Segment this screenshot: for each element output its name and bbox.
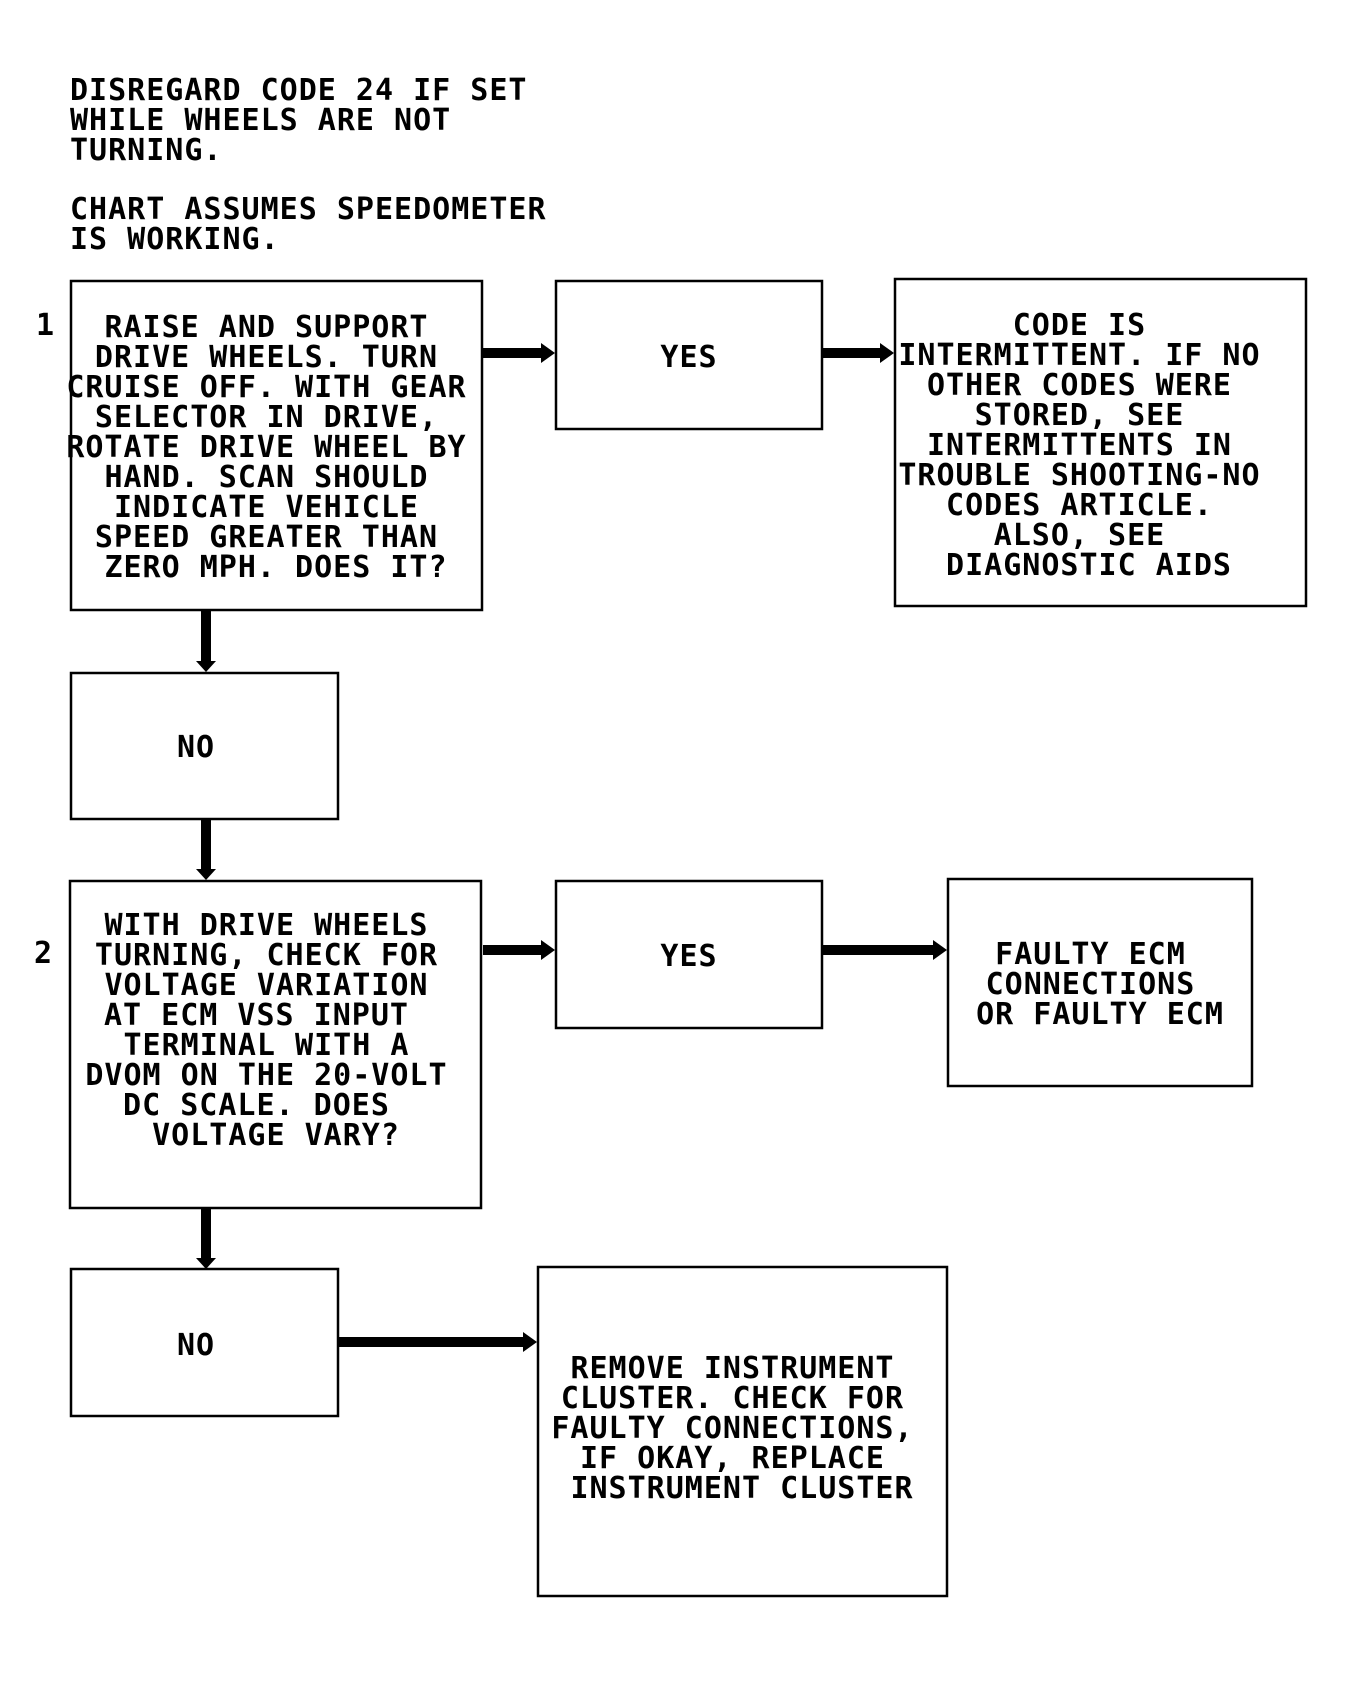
arrowhead-no1-to-step2 bbox=[196, 869, 216, 880]
step-2-yes-label: YES bbox=[660, 939, 717, 974]
step-1-yes-result-frame bbox=[893, 277, 1308, 608]
note-line: TURNING. bbox=[70, 133, 223, 168]
box-line: TURNING, CHECK FOR bbox=[95, 938, 438, 973]
arrowhead-yes1-to-result bbox=[880, 343, 894, 363]
box-line: INTERMITTENT. IF NO bbox=[898, 338, 1260, 373]
step-1-yes-label: YES bbox=[660, 340, 717, 375]
note-code-24: DISREGARD CODE 24 IF SET WHILE WHEELS AR… bbox=[70, 73, 547, 168]
step-2-no-result-box: REMOVE INSTRUMENT CLUSTER. CHECK FOR FAU… bbox=[536, 1265, 949, 1598]
box-line: INDICATE VEHICLE bbox=[114, 490, 419, 525]
box-line: FAULTY CONNECTIONS, bbox=[551, 1411, 913, 1446]
step-2-question-frame bbox=[68, 879, 483, 1210]
step-1-question-text: RAISE AND SUPPORT DRIVE WHEELS. TURN CRU… bbox=[66, 310, 485, 585]
connectors bbox=[196, 343, 947, 1352]
box-line: AT ECM VSS INPUT bbox=[104, 998, 409, 1033]
note-line: CHART ASSUMES SPEEDOMETER bbox=[70, 192, 547, 227]
arrowhead-step1-to-yes bbox=[541, 343, 555, 363]
step-1-yes-box: YES bbox=[554, 279, 824, 431]
step-2-yes-result-frame bbox=[946, 877, 1254, 1088]
box-line: WITH DRIVE WHEELS bbox=[104, 908, 428, 943]
box-line: ALSO, SEE bbox=[994, 518, 1166, 553]
box-line: TROUBLE SHOOTING-NO bbox=[898, 458, 1260, 493]
step-2-yes-frame bbox=[554, 879, 824, 1030]
step-2-no-box: NO bbox=[69, 1267, 340, 1418]
box-line: HAND. SCAN SHOULD bbox=[104, 460, 428, 495]
box-line: IF OKAY, REPLACE bbox=[580, 1441, 885, 1476]
box-line: REMOVE INSTRUMENT bbox=[570, 1351, 894, 1386]
box-line: CODE IS bbox=[1013, 308, 1146, 343]
step-2-question-text: WITH DRIVE WHEELS TURNING, CHECK FOR VOL… bbox=[85, 908, 466, 1153]
box-line: DIAGNOSTIC AIDS bbox=[946, 548, 1232, 583]
box-line: OTHER CODES WERE bbox=[927, 368, 1232, 403]
box-line: DC SCALE. DOES bbox=[123, 1088, 390, 1123]
box-line: VOLTAGE VARIATION bbox=[104, 968, 428, 1003]
note-line: IS WORKING. bbox=[70, 222, 280, 257]
arrowhead-step1-to-no bbox=[196, 661, 216, 672]
step-1-yes-frame bbox=[554, 279, 824, 431]
box-line: DRIVE WHEELS. TURN bbox=[95, 340, 438, 375]
box-line: TERMINAL WITH A bbox=[124, 1028, 410, 1063]
step-2-no-label: NO bbox=[177, 1328, 215, 1363]
step-1-no-frame bbox=[69, 671, 340, 821]
step-2-yes-result-box: FAULTY ECM CONNECTIONS OR FAULTY ECM bbox=[946, 877, 1254, 1088]
step-1-question-box: RAISE AND SUPPORT DRIVE WHEELS. TURN CRU… bbox=[66, 279, 485, 612]
arrowhead-no2-to-result bbox=[523, 1332, 537, 1352]
box-line: ROTATE DRIVE WHEEL BY bbox=[66, 430, 466, 465]
step-1-yes-result-box: CODE IS INTERMITTENT. IF NO OTHER CODES … bbox=[893, 277, 1308, 608]
step-1-no-label: NO bbox=[177, 730, 215, 765]
step-2-yes-box: YES bbox=[554, 879, 824, 1030]
box-line: VOLTAGE VARY? bbox=[152, 1118, 400, 1153]
box-line: CLUSTER. CHECK FOR bbox=[561, 1381, 904, 1416]
note-line: WHILE WHEELS ARE NOT bbox=[70, 103, 451, 138]
box-line: STORED, SEE bbox=[975, 398, 1185, 433]
step-1-yes-result-text: CODE IS INTERMITTENT. IF NO OTHER CODES … bbox=[898, 308, 1279, 583]
note-speedometer: CHART ASSUMES SPEEDOMETER IS WORKING. bbox=[70, 192, 566, 257]
box-line: CRUISE OFF. WITH GEAR bbox=[66, 370, 466, 405]
step-2-yes-result-text: FAULTY ECM CONNECTIONS OR FAULTY ECM bbox=[976, 937, 1224, 1032]
box-line: INTERMITTENTS IN bbox=[927, 428, 1232, 463]
box-line: SELECTOR IN DRIVE, bbox=[95, 400, 438, 435]
arrowhead-step2-to-no bbox=[196, 1258, 216, 1269]
step-2-no-frame bbox=[69, 1267, 340, 1418]
box-line: CONNECTIONS bbox=[986, 967, 1196, 1002]
box-line: FAULTY ECM bbox=[995, 937, 1186, 972]
step-1-question-frame bbox=[69, 279, 484, 612]
box-line: OR FAULTY ECM bbox=[976, 997, 1224, 1032]
step-2-no-result-text: REMOVE INSTRUMENT CLUSTER. CHECK FOR FAU… bbox=[551, 1351, 932, 1506]
box-line: ZERO MPH. DOES IT? bbox=[104, 550, 447, 585]
box-line: INSTRUMENT CLUSTER bbox=[570, 1471, 913, 1506]
step-number-1: 1 bbox=[36, 308, 55, 343]
box-line: RAISE AND SUPPORT bbox=[104, 310, 428, 345]
arrowhead-yes2-to-result bbox=[933, 940, 947, 960]
step-2-question-box: WITH DRIVE WHEELS TURNING, CHECK FOR VOL… bbox=[68, 879, 483, 1210]
box-line: SPEED GREATER THAN bbox=[95, 520, 438, 555]
step-number-2: 2 bbox=[34, 936, 53, 971]
step-1-no-box: NO bbox=[69, 671, 340, 821]
arrowhead-step2-to-yes bbox=[541, 940, 555, 960]
box-line: DVOM ON THE 20-VOLT bbox=[85, 1058, 447, 1093]
step-2-no-result-frame bbox=[536, 1265, 949, 1598]
